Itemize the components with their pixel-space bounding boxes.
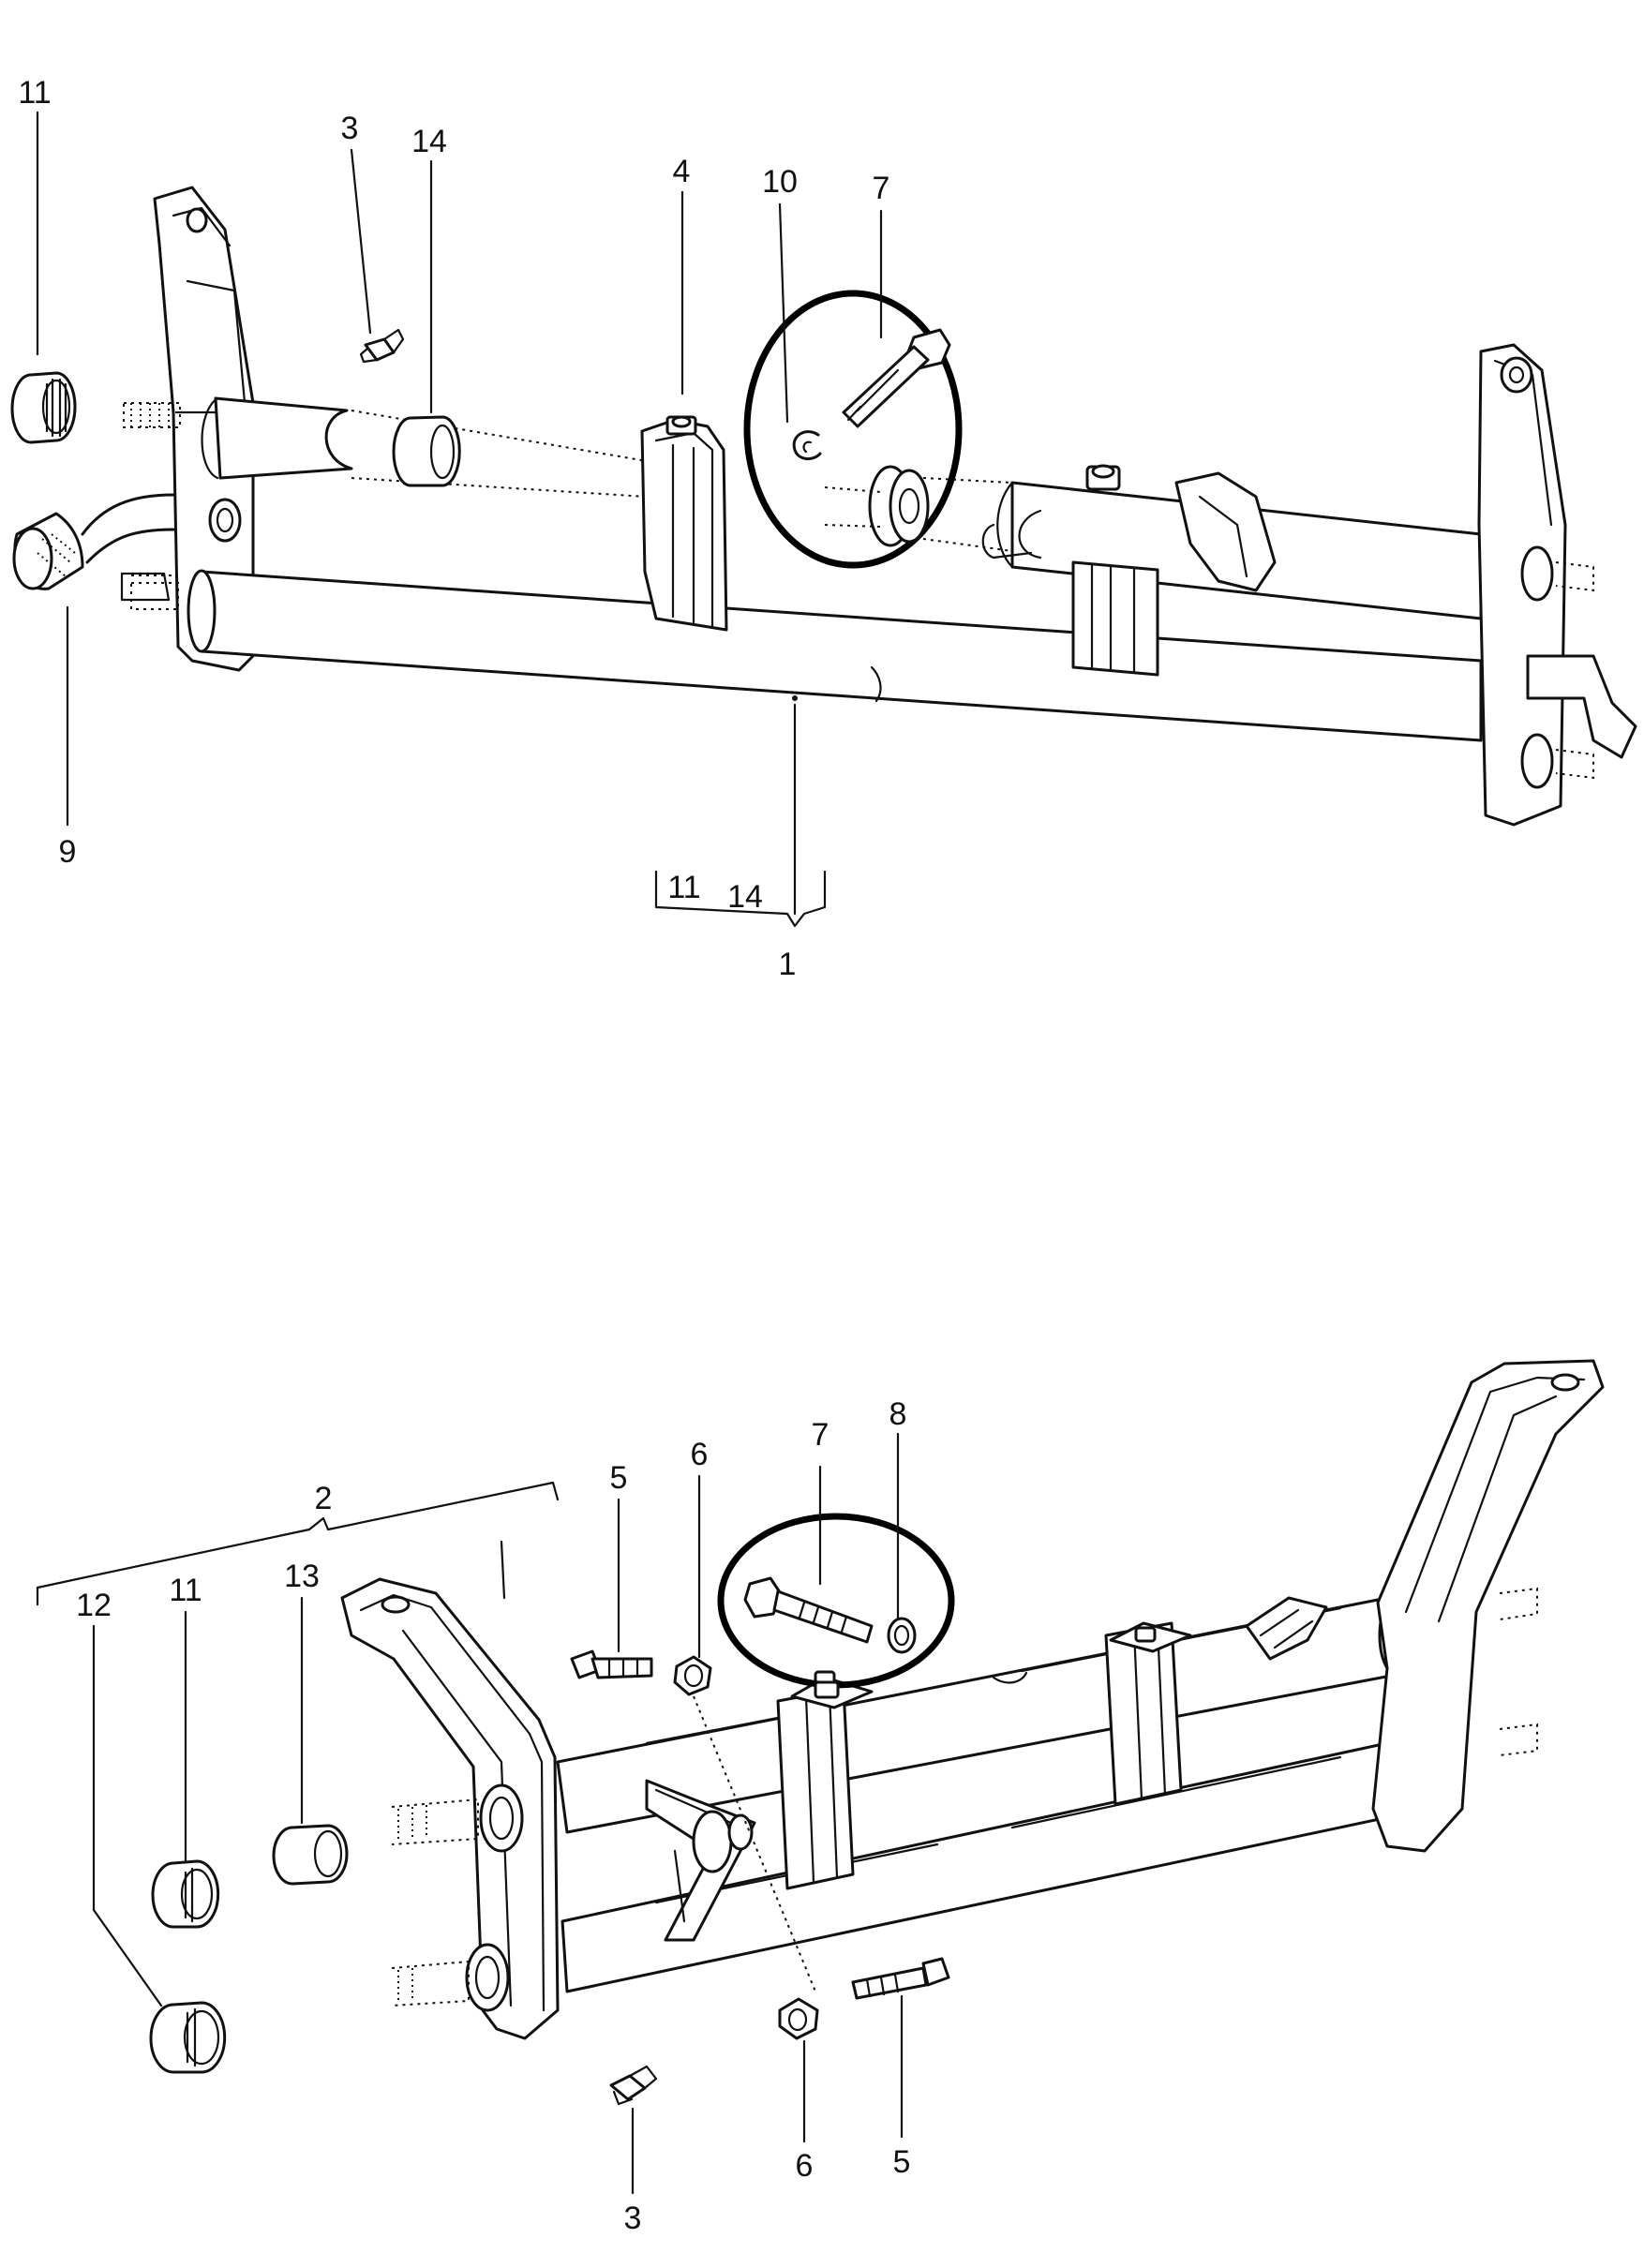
lower-bracket-2 (36, 1481, 560, 1606)
upper-leader-lines (36, 111, 883, 928)
upper-bracket-label-14: 14 (727, 879, 763, 915)
lower-part-7-bolt (743, 1576, 874, 1644)
lower-part-8-washer (887, 1617, 917, 1654)
lower-label-12: 12 (76, 1588, 112, 1623)
lower-part-13-sleeve (272, 1824, 349, 1886)
lower-part-6-nut-bottom (778, 1997, 819, 2040)
lower-label-6-top: 6 (691, 1437, 709, 1472)
lower-axle-assembly: 2 12 11 13 5 6 7 8 3 6 5 (36, 1359, 1605, 2236)
lower-left-arm (340, 1577, 560, 2040)
upper-left-arm (153, 186, 255, 672)
upper-left-shaft-stubs (123, 402, 181, 610)
lower-label-7: 7 (812, 1417, 829, 1453)
lower-part-12-bushing (149, 2001, 227, 2074)
upper-label-3: 3 (341, 111, 359, 146)
lower-label-13: 13 (284, 1559, 320, 1594)
lower-part-5-bolt-bottom (851, 1957, 950, 2000)
upper-part-10-clip (792, 430, 822, 460)
lower-label-6-bottom: 6 (796, 2148, 814, 2184)
upper-label-14: 14 (411, 124, 447, 159)
lower-label-2: 2 (315, 1481, 333, 1516)
upper-label-9: 9 (59, 834, 77, 870)
lower-label-11: 11 (169, 1573, 202, 1608)
upper-part-9-lever (12, 493, 175, 602)
upper-rubber-bushing (868, 465, 930, 547)
upper-axle-assembly: 11 3 14 4 10 7 9 11 14 1 (10, 75, 1637, 982)
lower-label-8: 8 (889, 1396, 907, 1432)
lower-right-arm (1371, 1359, 1605, 1853)
upper-part-14-bushing (392, 415, 461, 487)
lower-grease-nipple (609, 2065, 658, 2106)
upper-grease-nipple (359, 328, 405, 364)
upper-part-7-bolt (842, 328, 951, 428)
lower-part-5-bolt-top (570, 1649, 653, 1679)
lower-label-5-top: 5 (610, 1460, 628, 1496)
upper-label-11: 11 (18, 75, 51, 111)
upper-label-1: 1 (779, 947, 797, 982)
upper-label-4: 4 (673, 154, 691, 189)
upper-bracket-label-11: 11 (667, 870, 700, 905)
lower-part-11-bushing (151, 1859, 220, 1929)
upper-label-7: 7 (873, 171, 890, 206)
upper-detail-circle (743, 290, 963, 569)
lower-label-3: 3 (624, 2201, 642, 2236)
lower-leader-lines (92, 1432, 904, 2195)
upper-label-10: 10 (762, 164, 798, 200)
upper-right-arm (1477, 343, 1637, 827)
lower-label-5-bottom: 5 (893, 2144, 911, 2180)
upper-part-11-bushing (10, 371, 77, 444)
upper-bracket (640, 415, 728, 632)
lower-part-6-nut-top (673, 1655, 712, 1696)
